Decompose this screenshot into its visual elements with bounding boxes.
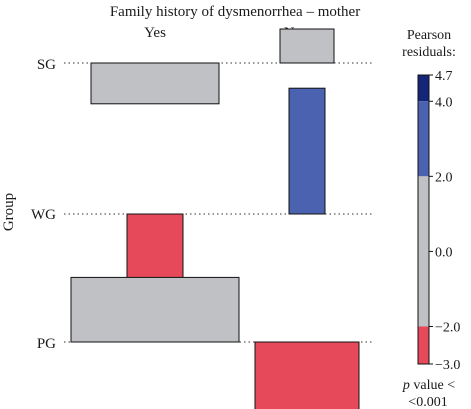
residual-bar-sg-no bbox=[279, 28, 335, 64]
legend-band-0 bbox=[418, 75, 429, 102]
residual-bar-sg-yes bbox=[90, 62, 220, 105]
y-axis-label: Group bbox=[1, 193, 17, 231]
p-value-line1-rest: value < bbox=[410, 378, 455, 393]
residual-bar-pg-yes bbox=[70, 276, 240, 343]
legend-tick-label-2: 2.0 bbox=[435, 170, 453, 185]
p-value-line2: <0.001 bbox=[408, 395, 447, 409]
row-label-sg: SG bbox=[37, 57, 56, 73]
chart-title: Family history of dysmenorrhea – mother bbox=[110, 4, 360, 20]
legend-band-2 bbox=[418, 176, 429, 327]
legend-tick-label-5: −3.0 bbox=[435, 358, 460, 373]
p-value-line1: p value < bbox=[402, 378, 455, 393]
legend-frame bbox=[417, 74, 430, 365]
row-label-pg: PG bbox=[37, 336, 56, 352]
legend-tick-label-1: 4.0 bbox=[435, 95, 453, 110]
legend-title-line1: Pearson bbox=[407, 28, 451, 43]
row-label-wg: WG bbox=[31, 207, 56, 223]
legend-tick-label-0: 4.7 bbox=[435, 69, 453, 84]
legend-title-line2: residuals: bbox=[402, 45, 456, 60]
residual-bar-wg-no bbox=[288, 87, 326, 215]
plot-area bbox=[64, 28, 372, 409]
legend-band-3 bbox=[418, 326, 429, 364]
legend-tick-label-3: 0.0 bbox=[435, 245, 453, 260]
legend-colorbar: 4.7 4.0 2.0 0.0 −2.0 −3.0 bbox=[417, 69, 460, 373]
residual-bar-pg-no bbox=[254, 341, 360, 409]
column-label-yes: Yes bbox=[144, 25, 166, 41]
legend-tick-label-4: −2.0 bbox=[435, 320, 460, 335]
legend-band-1 bbox=[418, 101, 429, 177]
